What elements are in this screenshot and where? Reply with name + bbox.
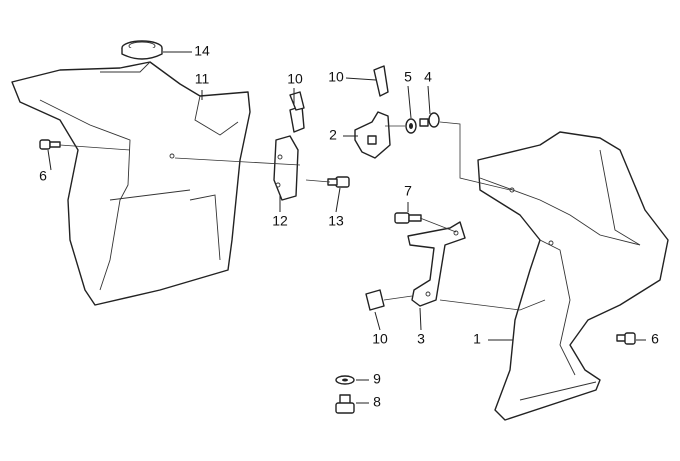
- part-13-bolt: [327, 176, 350, 188]
- callout-12: 12: [272, 213, 288, 229]
- callout-8: 8: [373, 394, 381, 410]
- part-2-bracket: [289, 65, 391, 159]
- part-11-left-cover: [11, 61, 251, 306]
- callout-13: 13: [328, 213, 344, 229]
- part-6-screw-left: [39, 139, 61, 150]
- part-1-right-cover: [477, 131, 669, 421]
- callout-10-c: 10: [372, 331, 388, 347]
- part-12-bracket: [273, 105, 305, 201]
- callout-3: 3: [417, 331, 425, 347]
- callout-9: 9: [373, 371, 381, 387]
- part-4-screw: [419, 112, 440, 128]
- part-6-screw-right: [616, 332, 636, 345]
- callout-6-a: 6: [39, 168, 47, 184]
- part-5-washer: [405, 118, 417, 134]
- part-14-grommet: [121, 40, 163, 60]
- callout-6-b: 6: [651, 331, 659, 347]
- part-3-bracket: [365, 221, 466, 311]
- callout-10-b: 10: [328, 69, 344, 85]
- leader-lines: [47, 51, 646, 404]
- callout-2: 2: [329, 127, 337, 143]
- callout-1: 1: [473, 331, 481, 347]
- callout-5: 5: [404, 69, 412, 85]
- assembly-lines: [59, 121, 546, 311]
- callout-10-a: 10: [287, 71, 303, 87]
- part-7-stud: [394, 212, 422, 224]
- callout-labels: 14 11 10 10 5 4 2 6 12 13 7 10 3 1 6 9 8: [39, 43, 659, 410]
- callout-7: 7: [404, 183, 412, 199]
- callout-4: 4: [424, 69, 432, 85]
- callout-14: 14: [194, 43, 210, 59]
- part-8-bolt: [335, 394, 355, 414]
- part-9-washer: [335, 375, 355, 385]
- callout-11: 11: [195, 71, 210, 87]
